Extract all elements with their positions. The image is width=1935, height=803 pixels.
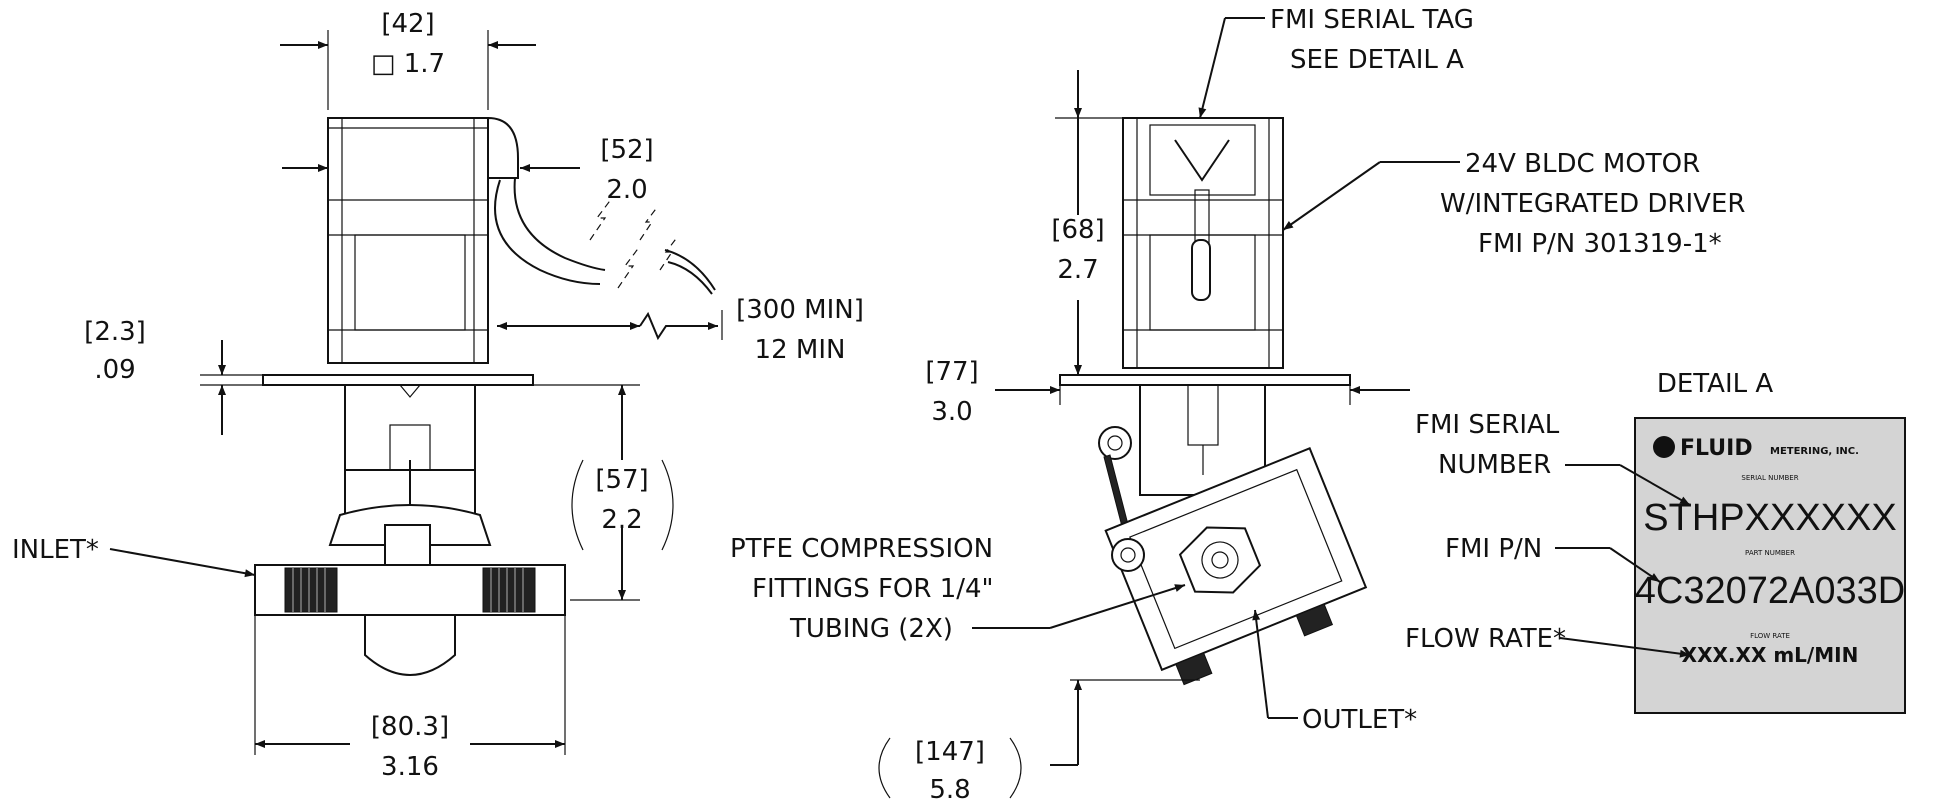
height-dim-mm: [68] xyxy=(1051,215,1104,245)
serial-number-label-1: FMI SERIAL xyxy=(1415,410,1560,440)
drop-logo-icon xyxy=(1653,436,1675,458)
cable-dim-mm: [300 MIN] xyxy=(736,295,864,325)
motor-label-2: W/INTEGRATED DRIVER xyxy=(1440,189,1745,219)
width-dim-in: □ 1.7 xyxy=(371,49,445,79)
right-motor xyxy=(1122,117,1284,369)
pump-dim-in: 2.2 xyxy=(601,505,642,535)
tag-serial-caption: SERIAL NUMBER xyxy=(1741,474,1798,482)
span-dim-in: 3.16 xyxy=(381,752,439,782)
tag-flow-caption: FLOW RATE xyxy=(1750,632,1790,640)
inlet-label: INLET* xyxy=(12,535,99,565)
left-motor xyxy=(327,116,519,364)
right-mount-plate xyxy=(1059,374,1351,386)
plate-width-dim-in: 3.0 xyxy=(931,397,972,427)
motor-label-1: 24V BLDC MOTOR xyxy=(1465,149,1700,179)
right-view: FMI SERIAL TAG SEE DETAIL A 24V BLDC MOT… xyxy=(730,5,1745,803)
tag-brand: FLUID xyxy=(1680,436,1753,461)
tag-brand-suffix: METERING, INC. xyxy=(1770,446,1859,457)
left-view: [42] □ 1.7 [52] 2.0 [300 MIN] 12 MIN [2.… xyxy=(12,9,864,782)
fittings-label-3: TUBING (2X) xyxy=(789,614,953,644)
detail-title: DETAIL A xyxy=(1657,369,1774,399)
tag-part-caption: PART NUMBER xyxy=(1745,549,1795,557)
pump-dim-mm: [57] xyxy=(595,465,648,495)
plate-dim-in: .09 xyxy=(94,355,135,385)
depth-dim-in: 2.0 xyxy=(606,175,647,205)
left-cable xyxy=(494,177,716,295)
detail-a: DETAIL A FLUID METERING, INC. SERIAL NUM… xyxy=(1405,369,1906,714)
tag-flow-value: XXX.XX mL/MIN xyxy=(1682,643,1859,667)
part-number-label: FMI P/N xyxy=(1445,534,1542,564)
plate-dim-mm: [2.3] xyxy=(84,317,146,347)
tag-serial-value: STHPXXXXXX xyxy=(1643,497,1896,539)
height-dim-in: 2.7 xyxy=(1057,255,1098,285)
serial-tag-label-2: SEE DETAIL A xyxy=(1290,45,1464,75)
fittings-label-1: PTFE COMPRESSION xyxy=(730,534,993,564)
depth-dim-mm: [52] xyxy=(600,135,653,165)
serial-tag-label-1: FMI SERIAL TAG xyxy=(1270,5,1474,35)
outlet-label: OUTLET* xyxy=(1302,705,1417,735)
overall-dim-mm: [147] xyxy=(915,737,985,767)
right-pump-head xyxy=(1098,384,1368,686)
motor-label-3: FMI P/N 301319-1* xyxy=(1478,229,1722,259)
left-pump-head xyxy=(254,384,566,676)
serial-number-label-2: NUMBER xyxy=(1438,450,1551,480)
fittings-label-2: FITTINGS FOR 1/4" xyxy=(752,574,994,604)
width-dim-mm: [42] xyxy=(381,9,434,39)
plate-width-dim-mm: [77] xyxy=(925,357,978,387)
span-dim-mm: [80.3] xyxy=(371,712,449,742)
left-mount-plate xyxy=(262,374,534,386)
flow-rate-label: FLOW RATE* xyxy=(1405,624,1566,654)
cable-dim-in: 12 MIN xyxy=(755,335,846,365)
serial-tag-plate xyxy=(1634,417,1906,714)
tag-part-value: 4C32072A033D xyxy=(1635,570,1905,612)
overall-dim-in: 5.8 xyxy=(929,775,970,803)
